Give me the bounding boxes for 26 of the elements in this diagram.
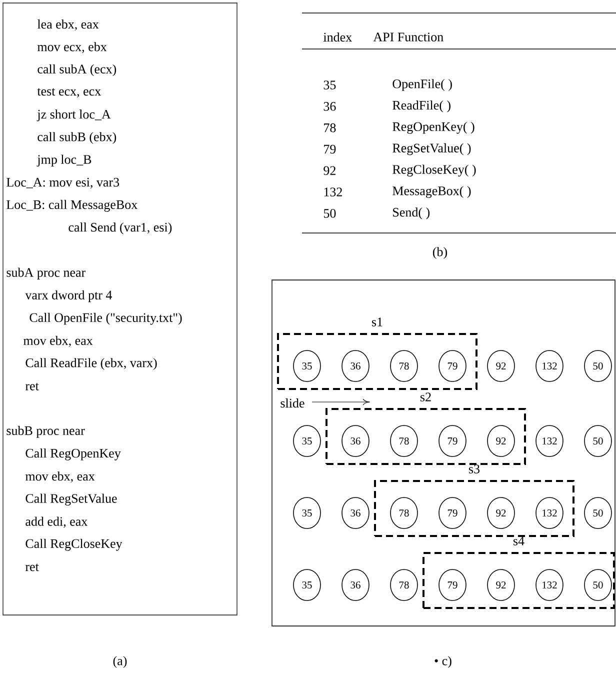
slide-label: slide [280,398,304,408]
table-header: index [323,32,352,42]
table-cell: RegOpenKey( ) [392,122,474,134]
node-label: s2 [420,392,431,402]
node-label: s3 [468,464,480,474]
panel-box [272,280,616,626]
table-cell: 132 [324,188,342,196]
node-label: s1 [372,318,382,326]
node-label: s4 [513,536,524,546]
table-cell: ReadFile( ) [392,100,450,112]
code-box: lea ebx, eax mov ecx, ebx call subA (ecx) test ecx, ecx jz short loc_A call subB (ebx) jmp loc_B Loc_A: mov esi, var3 Loc_B: call MessageBox call Send (var1, esi) subA proc near varx dword ptr 4 Call OpenFile ("security.txt") mov ebx, eax Call ReadFile (ebx, varx) ret subB proc near Call RegOpenKey mov ebx, eax Call RegSetValue add edi, eax Call RegCloseKey ret [2,2,238,616]
table-cell: Send( ) [393,208,430,220]
table-cell: 79 [324,144,336,154]
table-cell: 50 [324,209,336,218]
table-cell: RegCloseKey( ) [392,164,476,177]
table-cell: RegSetValue( ) [392,143,471,156]
table-cell: OpenFile( ) [392,79,452,91]
caption: • c) [434,656,452,668]
table-cell: 35 [324,80,336,90]
table-cell: 36 [324,102,336,111]
table-header: API Function [373,32,444,42]
caption: (b) [432,247,447,259]
table-cell: 92 [324,166,336,175]
caption: (a) [113,656,127,668]
table-cell: MessageBox( ) [392,186,471,198]
table-cell: 78 [324,123,336,132]
